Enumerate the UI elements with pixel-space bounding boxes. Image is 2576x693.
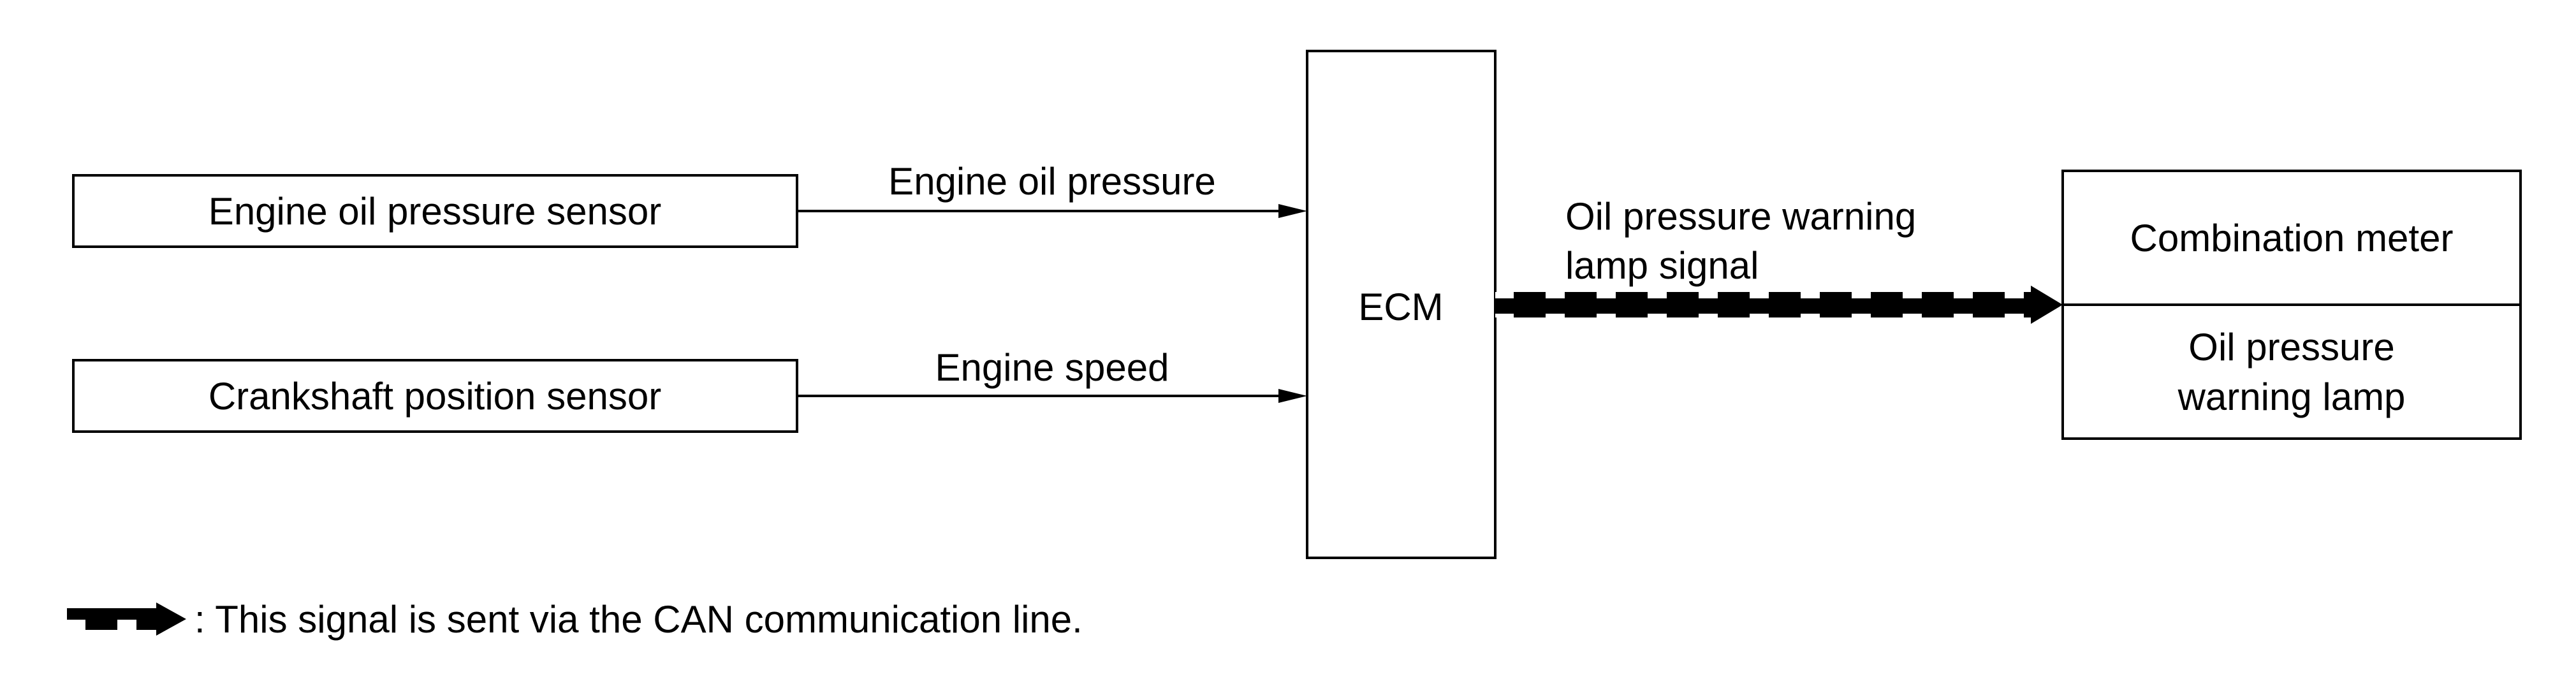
legend: : This signal is sent via the CAN commun… xyxy=(67,598,1083,641)
oil-pressure-sensor-label: Engine oil pressure sensor xyxy=(209,190,661,233)
combination-meter-node: Combination meter Oil pressure warning l… xyxy=(2061,170,2522,440)
engine-speed-signal-label: Engine speed xyxy=(935,346,1169,389)
warning-lamp-label-line2: warning lamp xyxy=(2177,376,2406,418)
oil-pressure-arrowhead xyxy=(1278,204,1307,218)
combination-meter-title: Combination meter xyxy=(2130,217,2454,259)
engine-speed-arrowhead xyxy=(1278,389,1307,403)
crankshaft-sensor-node: Crankshaft position sensor xyxy=(72,359,798,433)
legend-can-bar xyxy=(67,608,156,630)
warning-lamp-label-line1: Oil pressure xyxy=(2188,326,2394,368)
warning-signal-label-line2: lamp signal xyxy=(1565,244,1759,287)
crankshaft-sensor-label: Crankshaft position sensor xyxy=(209,375,661,418)
can-warning-signal-arrow: Oil pressure warning lamp signal xyxy=(1495,195,2063,324)
oil-pressure-signal-arrow: Engine oil pressure xyxy=(797,160,1307,218)
legend-text: : This signal is sent via the CAN commun… xyxy=(194,598,1083,641)
crankshaft-sensor-box xyxy=(72,359,798,433)
oil-pressure-sensor-box xyxy=(72,174,798,248)
warning-signal-label-line1: Oil pressure warning xyxy=(1565,195,1916,238)
can-signal-arrowhead xyxy=(2031,286,2063,324)
ecm-label: ECM xyxy=(1358,286,1443,328)
ecm-node: ECM xyxy=(1306,50,1497,559)
engine-speed-signal-arrow: Engine speed xyxy=(797,346,1307,403)
oil-pressure-sensor-node: Engine oil pressure sensor xyxy=(72,174,798,248)
legend-can-arrowhead xyxy=(156,602,186,636)
ecm-box xyxy=(1306,50,1497,559)
oil-pressure-signal-label: Engine oil pressure xyxy=(888,160,1216,203)
can-signal-bar xyxy=(1495,292,2031,317)
